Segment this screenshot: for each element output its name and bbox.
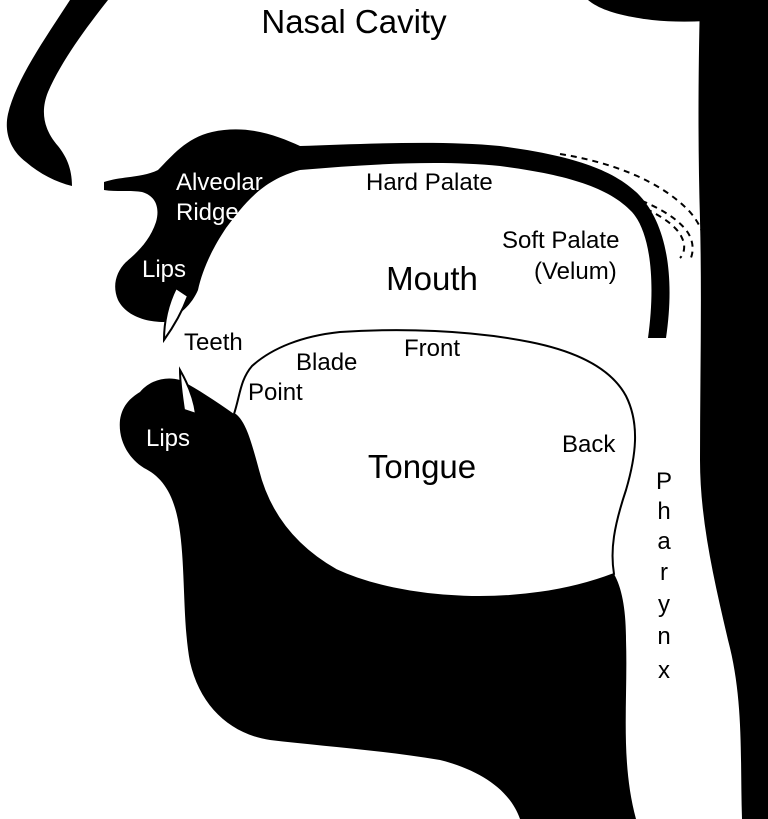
teeth-label: Teeth bbox=[184, 329, 243, 356]
soft-palate-label-line2: (Velum) bbox=[534, 258, 617, 285]
tongue-label: Tongue bbox=[368, 448, 476, 485]
nasal-cavity-label: Nasal Cavity bbox=[261, 3, 447, 40]
back-label: Back bbox=[562, 431, 616, 458]
pharynx-letter: h bbox=[657, 498, 670, 525]
hard-palate-label: Hard Palate bbox=[366, 169, 493, 196]
pharynx-letter: r bbox=[660, 559, 668, 586]
nose-shape bbox=[7, 0, 108, 186]
pharynx-letter: y bbox=[658, 591, 670, 618]
soft-palate-label-line1: Soft Palate bbox=[502, 227, 619, 254]
alveolar-ridge-label-line2: Ridge bbox=[176, 199, 239, 226]
point-label: Point bbox=[248, 379, 303, 406]
lower-lips-label: Lips bbox=[146, 425, 190, 452]
pharynx-letter: n bbox=[657, 623, 670, 650]
front-label: Front bbox=[404, 335, 460, 362]
pharynx-letter: P bbox=[656, 468, 672, 495]
mouth-label: Mouth bbox=[386, 260, 478, 297]
upper-lips-label: Lips bbox=[142, 256, 186, 283]
pharynx-letter: a bbox=[657, 528, 671, 555]
pharynx-wall bbox=[699, 0, 768, 819]
pharynx-label: P h a r y n x bbox=[656, 468, 672, 684]
alveolar-ridge-label-line1: Alveolar bbox=[176, 169, 263, 196]
pharynx-letter: x bbox=[658, 657, 670, 684]
blade-label: Blade bbox=[296, 349, 357, 376]
